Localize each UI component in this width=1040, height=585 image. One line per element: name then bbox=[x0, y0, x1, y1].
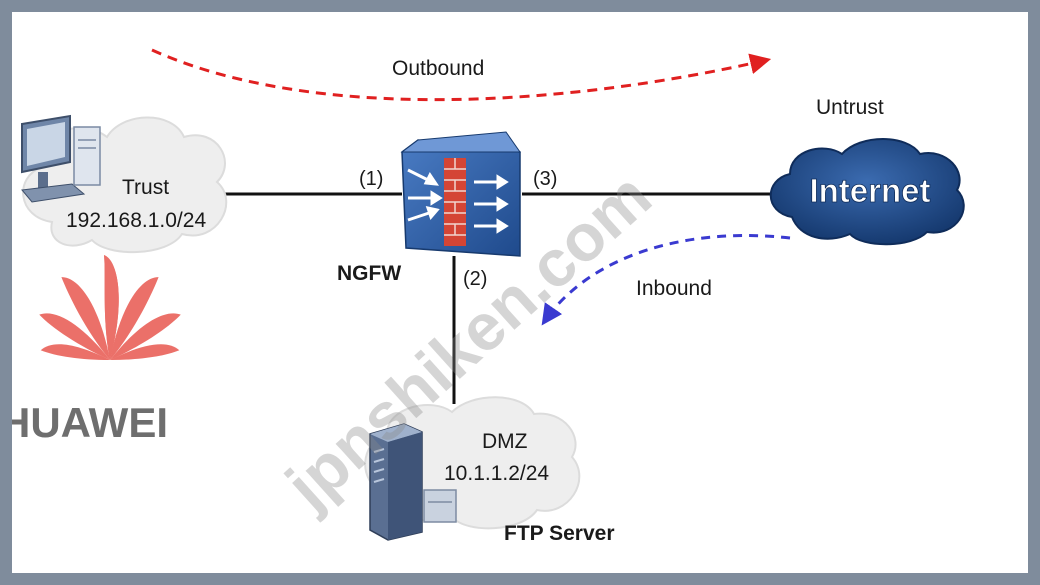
internet-cloud-icon: Internet bbox=[769, 138, 965, 246]
trust-zone-name: Trust bbox=[122, 176, 169, 199]
ngfw-label: NGFW bbox=[337, 262, 401, 285]
trust-zone-subnet: 192.168.1.0/24 bbox=[66, 209, 206, 232]
port-label-2: (2) bbox=[463, 268, 487, 290]
internet-label: Internet bbox=[809, 172, 930, 209]
ftp-server-label: FTP Server bbox=[504, 522, 615, 545]
untrust-zone-name: Untrust bbox=[816, 96, 884, 119]
network-diagram: Outbound Inbound Trust 192.168.1.0/24 bbox=[12, 48, 965, 545]
inbound-flow-arrow bbox=[541, 234, 791, 326]
outbound-flow-arrow bbox=[151, 48, 772, 102]
port-label-3: (3) bbox=[533, 168, 557, 190]
dmz-zone-name: DMZ bbox=[482, 430, 528, 453]
pc-monitor-icon bbox=[21, 114, 101, 203]
inbound-label: Inbound bbox=[636, 277, 712, 300]
port-label-1: (1) bbox=[359, 168, 383, 190]
ftp-server-icon bbox=[369, 423, 457, 541]
huawei-logo-text: HUAWEI bbox=[12, 399, 168, 446]
dmz-zone-address: 10.1.1.2/24 bbox=[444, 462, 549, 485]
diagram-frame: Outbound Inbound Trust 192.168.1.0/24 bbox=[12, 12, 1028, 573]
ngfw-firewall-icon bbox=[400, 131, 521, 257]
huawei-logo: HUAWEI bbox=[12, 255, 181, 446]
outbound-label: Outbound bbox=[392, 57, 484, 80]
